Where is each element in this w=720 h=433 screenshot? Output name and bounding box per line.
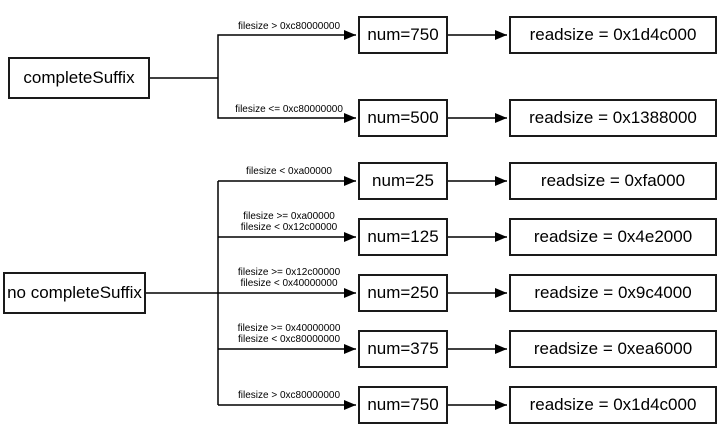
- readsize-node-label: readsize = 0x1d4c000: [529, 395, 697, 414]
- root-node-label: no completeSuffix: [7, 283, 142, 302]
- condition-line: filesize > 0xc80000000: [237, 390, 341, 401]
- num-node-label: num=500: [367, 108, 439, 127]
- condition-line: filesize >= 0x40000000: [237, 323, 341, 334]
- readsize-node-label: readsize = 0x9c4000: [534, 283, 692, 302]
- num-node: num=500: [358, 99, 448, 137]
- readsize-node: readsize = 0x1388000: [509, 99, 717, 137]
- num-node-label: num=25: [372, 171, 434, 190]
- readsize-node-label: readsize = 0x4e2000: [533, 227, 693, 246]
- readsize-node: readsize = 0xfa000: [509, 162, 717, 200]
- readsize-node: readsize = 0x1d4c000: [509, 386, 717, 424]
- edge-A-branch-2: [217, 78, 356, 123]
- condition-line: filesize < 0xa00000: [246, 166, 332, 177]
- num-node-label: num=375: [367, 339, 439, 358]
- root-node-label: completeSuffix: [23, 68, 135, 87]
- readsize-node: readsize = 0xea6000: [509, 330, 717, 368]
- root-node-complete-suffix: completeSuffix: [8, 57, 150, 99]
- num-node: num=250: [358, 274, 448, 312]
- condition-line: filesize < 0x12c00000: [240, 222, 338, 233]
- num-node-label: num=250: [367, 283, 439, 302]
- readsize-node-label: readsize = 0xfa000: [540, 171, 686, 190]
- readsize-node-label: readsize = 0x1388000: [529, 108, 697, 127]
- readsize-node: readsize = 0x4e2000: [509, 218, 717, 256]
- condition-line: filesize < 0xc80000000: [237, 334, 341, 345]
- condition-line: filesize < 0x40000000: [240, 278, 338, 289]
- num-node-label: num=750: [367, 25, 439, 44]
- condition-line: filesize <= 0xc80000000: [235, 104, 343, 115]
- readsize-node: readsize = 0x9c4000: [509, 274, 717, 312]
- edge-A-branch-1: [217, 30, 356, 78]
- condition-line: filesize > 0xc80000000: [237, 21, 341, 32]
- num-node-label: num=125: [367, 227, 439, 246]
- condition-label: filesize >= 0x12c00000 filesize < 0x4000…: [219, 267, 359, 289]
- condition-label: filesize <= 0xc80000000: [219, 104, 359, 115]
- condition-label: filesize > 0xc80000000: [219, 21, 359, 32]
- readsize-node-label: readsize = 0x1d4c000: [529, 25, 697, 44]
- condition-label: filesize >= 0xa00000 filesize < 0x12c000…: [219, 211, 359, 233]
- readsize-node-label: readsize = 0xea6000: [533, 339, 693, 358]
- num-node: num=375: [358, 330, 448, 368]
- num-node: num=25: [358, 162, 448, 200]
- condition-line: filesize >= 0xa00000: [243, 211, 335, 222]
- num-node: num=125: [358, 218, 448, 256]
- condition-label: filesize > 0xc80000000: [219, 390, 359, 401]
- num-node: num=750: [358, 386, 448, 424]
- condition-label: filesize < 0xa00000: [219, 166, 359, 177]
- root-node-no-complete-suffix: no completeSuffix: [3, 272, 146, 314]
- num-node-label: num=750: [367, 395, 439, 414]
- condition-label: filesize >= 0x40000000 filesize < 0xc800…: [219, 323, 359, 345]
- num-node: num=750: [358, 16, 448, 54]
- condition-line: filesize >= 0x12c00000: [237, 267, 341, 278]
- readsize-node: readsize = 0x1d4c000: [509, 16, 717, 54]
